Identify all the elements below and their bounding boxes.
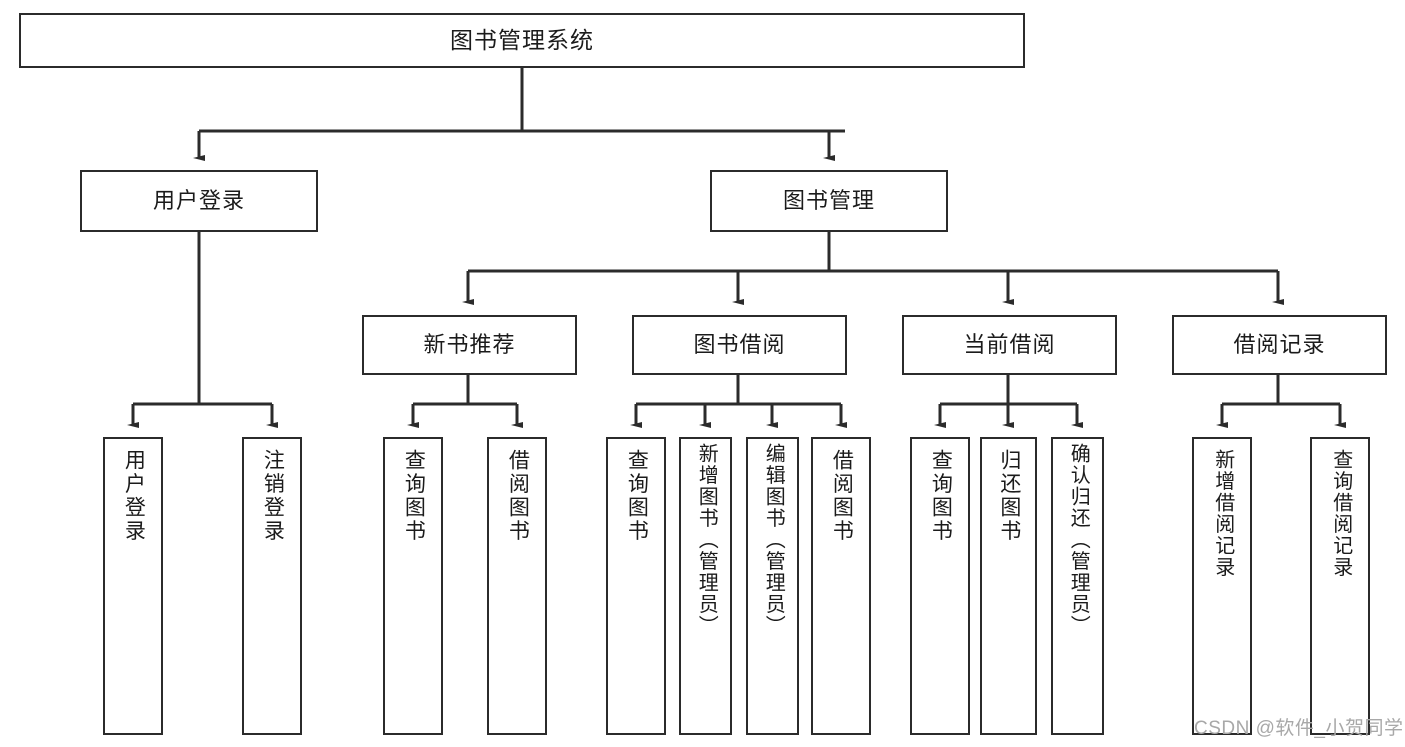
node-leaf-return-books[interactable]: 归还图书 xyxy=(980,437,1037,735)
node-leaf-edit-book-admin-label: 编辑图书（管理员） xyxy=(762,443,785,637)
node-leaf-confirm-return-admin[interactable]: 确认归还（管理员） xyxy=(1051,437,1104,735)
node-leaf-query-books-1[interactable]: 查询图书 xyxy=(383,437,443,735)
node-user-login[interactable]: 用户登录 xyxy=(80,170,318,232)
node-leaf-query-borrow-record-label: 查询借阅记录 xyxy=(1329,449,1352,578)
node-leaf-add-borrow-record[interactable]: 新增借阅记录 xyxy=(1192,437,1252,735)
node-leaf-borrow-books-1[interactable]: 借阅图书 xyxy=(487,437,547,735)
node-leaf-query-books-2[interactable]: 查询图书 xyxy=(606,437,666,735)
node-borrow-record[interactable]: 借阅记录 xyxy=(1172,315,1387,375)
csdn-watermark: CSDN @软件_小贺同学 xyxy=(1194,718,1404,739)
node-leaf-logout-login-label: 注销登录 xyxy=(261,449,285,543)
node-root[interactable]: 图书管理系统 xyxy=(19,13,1025,68)
node-leaf-confirm-return-admin-label: 确认归还（管理员） xyxy=(1067,443,1090,637)
node-leaf-query-borrow-record[interactable]: 查询借阅记录 xyxy=(1310,437,1370,735)
node-leaf-query-books-1-label: 查询图书 xyxy=(402,449,426,543)
node-leaf-user-login-label: 用户登录 xyxy=(122,449,146,543)
node-book-borrow[interactable]: 图书借阅 xyxy=(632,315,847,375)
node-leaf-add-borrow-record-label: 新增借阅记录 xyxy=(1211,449,1234,578)
node-leaf-borrow-books-2[interactable]: 借阅图书 xyxy=(811,437,871,735)
node-leaf-logout-login[interactable]: 注销登录 xyxy=(242,437,302,735)
node-leaf-borrow-books-2-label: 借阅图书 xyxy=(830,449,854,543)
node-leaf-add-book-admin-label: 新增图书（管理员） xyxy=(695,443,718,637)
node-borrow-record-label: 借阅记录 xyxy=(1233,331,1326,357)
node-user-login-label: 用户登录 xyxy=(152,187,245,213)
node-new-book-recommend-label: 新书推荐 xyxy=(423,331,516,357)
node-current-borrow[interactable]: 当前借阅 xyxy=(902,315,1117,375)
node-leaf-edit-book-admin[interactable]: 编辑图书（管理员） xyxy=(746,437,799,735)
node-leaf-add-book-admin[interactable]: 新增图书（管理员） xyxy=(679,437,732,735)
node-book-borrow-label: 图书借阅 xyxy=(693,331,786,357)
node-leaf-query-books-3[interactable]: 查询图书 xyxy=(910,437,970,735)
node-leaf-query-books-2-label: 查询图书 xyxy=(625,449,649,543)
node-book-management-label: 图书管理 xyxy=(782,187,875,213)
node-new-book-recommend[interactable]: 新书推荐 xyxy=(362,315,577,375)
node-leaf-return-books-label: 归还图书 xyxy=(997,449,1021,543)
node-leaf-query-books-3-label: 查询图书 xyxy=(929,449,953,543)
node-current-borrow-label: 当前借阅 xyxy=(963,331,1056,357)
node-leaf-user-login[interactable]: 用户登录 xyxy=(103,437,163,735)
node-book-management[interactable]: 图书管理 xyxy=(710,170,948,232)
node-root-label: 图书管理系统 xyxy=(450,26,594,53)
node-leaf-borrow-books-1-label: 借阅图书 xyxy=(506,449,530,543)
